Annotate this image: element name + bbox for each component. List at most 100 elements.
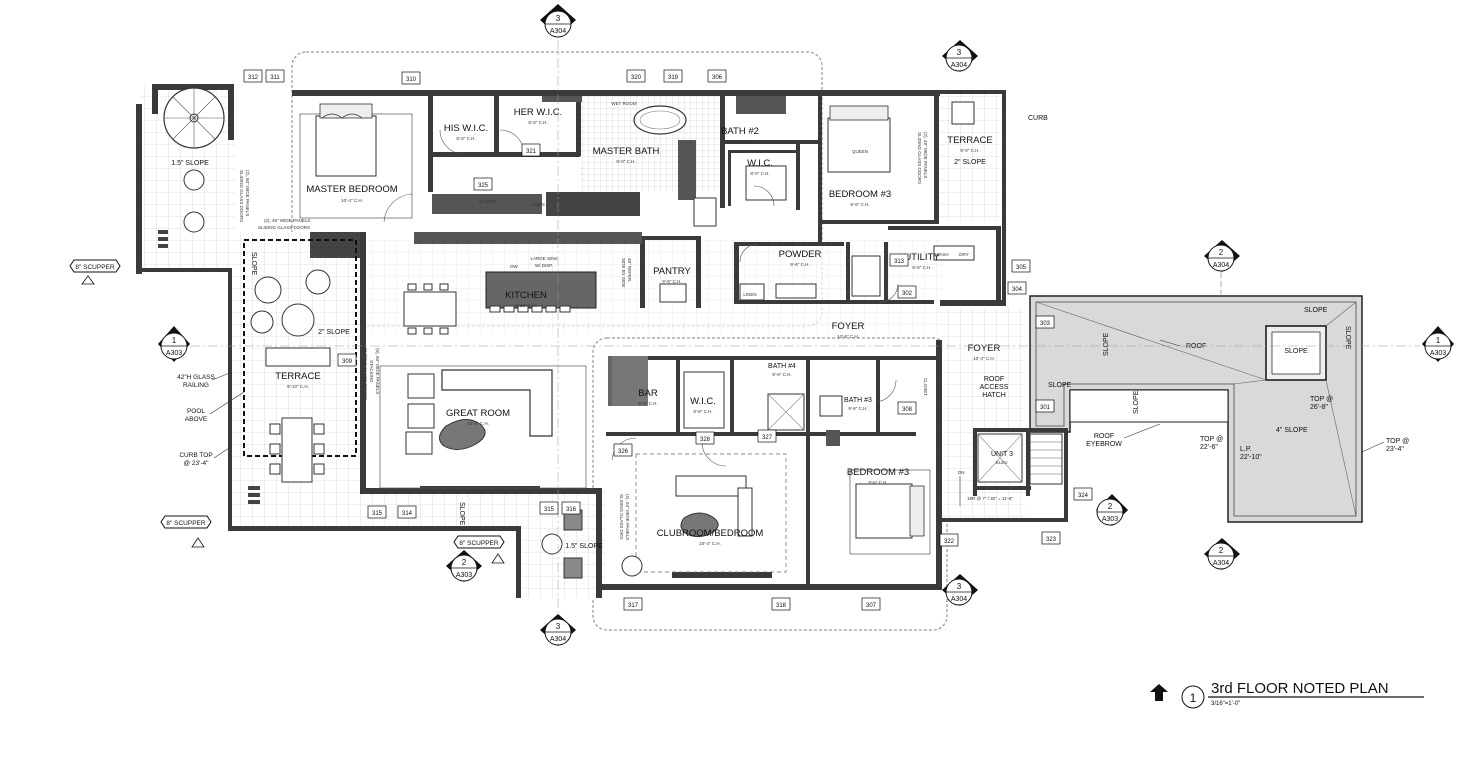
- room-wic3: W.I.C.: [690, 396, 716, 407]
- tag-310-label: 310: [406, 77, 417, 83]
- tag-306: 306: [707, 69, 727, 83]
- ch-bar: 9'-6" C.H.: [638, 401, 657, 406]
- marker-sheet: A303: [166, 350, 182, 357]
- roof-ridge-1: [1035, 301, 1267, 381]
- tag-313-label: 313: [894, 259, 905, 265]
- clubroom-rug: [635, 453, 787, 573]
- slope-vertical-left: SLOPE: [250, 252, 257, 276]
- room-bath2: BATH #2: [721, 126, 759, 137]
- scupper-top-left-tri: [81, 275, 95, 285]
- interior-walls: [310, 96, 1068, 586]
- drawing-title: 3rd FLOOR NOTED PLAN: [1211, 680, 1389, 697]
- section-marker-right-upper: 2 A304: [1204, 240, 1240, 296]
- tag-317: 317: [623, 597, 643, 611]
- note-panels-bed-2: SLIDING GLASS DOORS: [917, 132, 922, 184]
- tag-304-label: 304: [1012, 287, 1023, 293]
- ch-master-bedroom: 10'-4" C.H.: [341, 198, 363, 203]
- tag-301-label: 301: [1040, 405, 1051, 411]
- section-marker-right-lower: 2 A304: [1204, 538, 1240, 570]
- tag-308-label: 308: [902, 407, 913, 413]
- room-terrace-right: TERRACE: [947, 135, 992, 146]
- ch-kitchen: 9'-10" C.H.: [515, 303, 537, 308]
- marker-num: 3: [957, 582, 962, 591]
- bedroom3-top-bed: [827, 105, 891, 173]
- tag-308: 308: [897, 401, 917, 415]
- section-marker-left: 1 A303: [158, 326, 1420, 362]
- tag-328: 328: [695, 431, 715, 445]
- label-dry: DRY: [959, 252, 968, 257]
- leader-pool: [209, 391, 245, 415]
- room-master-bedroom: MASTER BEDROOM: [306, 184, 397, 195]
- note-glass-railing-1: 42"H GLASS: [177, 374, 215, 381]
- note-panels-gr-1: (5), 60" WIDE PANELS: [375, 348, 380, 394]
- tag-320-label: 320: [631, 75, 642, 81]
- roof-eyebrow: [1069, 389, 1229, 423]
- section-marker-top-right: 3 A304: [942, 40, 978, 72]
- slope-terrace-right: 2" SLOPE: [954, 159, 986, 166]
- bath-fixtures: [659, 165, 975, 446]
- label-dishwasher: DW: [510, 264, 518, 269]
- roof-top-22: TOP @: [1200, 436, 1223, 443]
- tag-319: 319: [663, 69, 683, 83]
- general-notes: 8" SCUPPER 8" SCUPPER 8" SCUPPER 42"H GL…: [69, 132, 1013, 564]
- marker-sheet: A303: [456, 572, 472, 579]
- scupper-top-left: [69, 259, 121, 273]
- slope-top-left: 1.5" SLOPE: [171, 160, 209, 167]
- north-arrow-icon: [1150, 684, 1168, 701]
- label-linen: LINEN: [531, 202, 544, 207]
- tag-322: 322: [939, 533, 959, 547]
- roof-slope-4in: 4" SLOPE: [1276, 427, 1308, 434]
- tag-328-label: 328: [700, 437, 711, 443]
- ch-pantry: 9'-6" C.H.: [662, 279, 681, 284]
- ch-terrace-left: 9'-10" C.H.: [287, 384, 309, 389]
- scupper-bottom: [453, 535, 505, 549]
- note-roof-access-1: ROOF: [984, 376, 1004, 383]
- room-foyer-center: FOYER: [832, 321, 865, 332]
- bedroom3b-rug: [849, 469, 931, 555]
- ch-foyer-right: 10'-4" C.H.: [973, 356, 995, 361]
- roof-slope-c: SLOPE: [1344, 326, 1351, 350]
- leader-railing: [211, 371, 233, 381]
- slope-bottom: 1.5" SLOPE: [565, 543, 603, 550]
- kitchen-foyer-tile: [362, 240, 942, 334]
- tag-314-label: 314: [402, 511, 413, 517]
- roof-label: ROOF: [1186, 343, 1206, 350]
- roof-ridge-3: [1325, 379, 1357, 517]
- tag-305-label: 305: [1016, 265, 1027, 271]
- note-pool-above-1: POOL: [187, 408, 205, 415]
- note-fridge-2: SIDE BY SIDE: [621, 258, 626, 287]
- marker-num: 2: [1219, 546, 1224, 555]
- tag-309-label: 309: [342, 359, 353, 365]
- room-her-wic: HER W.I.C.: [514, 107, 563, 118]
- roof-slope-a: SLOPE: [1103, 332, 1110, 356]
- note-roof-access-3: HATCH: [982, 392, 1006, 399]
- note-panels-tl2-2: SLIDING GLASS DOORS: [258, 225, 310, 230]
- scupper-top-left-label: 8" SCUPPER: [75, 264, 114, 271]
- ch-bath4: 9'-6" C.H.: [772, 372, 791, 377]
- room-foyer-right: FOYER: [968, 343, 1001, 354]
- tag-306-label: 306: [712, 75, 723, 81]
- great-room-table: [439, 419, 486, 450]
- label-closet-2: CLOSET: [923, 378, 928, 396]
- room-pantry: PANTRY: [653, 266, 691, 277]
- label-linen-2: LINEN: [743, 292, 756, 297]
- tag-315a-label: 315: [372, 511, 383, 517]
- tag-322-label: 322: [944, 539, 955, 545]
- note-panels-tl-1: (2), 50" WIDE PANELS: [245, 170, 250, 216]
- foyer-right-tile: [940, 308, 1026, 520]
- tag-317-label: 317: [628, 603, 639, 609]
- ch-powder: 9'-6" C.H.: [790, 262, 809, 267]
- roof-slope-d: SLOPE: [1133, 390, 1140, 414]
- tag-312-label: 312: [248, 75, 259, 81]
- tag-307: 307: [861, 597, 881, 611]
- marker-sheet: A304: [550, 28, 566, 35]
- marker-num: 2: [1108, 502, 1113, 511]
- note-panels-gr-2: STACKING: [369, 360, 374, 383]
- marker-sheet: A304: [1213, 262, 1229, 269]
- tag-315b: 315: [539, 501, 559, 515]
- bedroom3-bottom-bed: [855, 483, 925, 539]
- room-his-wic: HIS W.I.C.: [444, 123, 488, 134]
- kitchen-island: [485, 271, 597, 313]
- ch-bedroom3-bottom: 9'-6" C.H.: [868, 480, 887, 485]
- room-master-bath: MASTER BATH: [593, 146, 660, 157]
